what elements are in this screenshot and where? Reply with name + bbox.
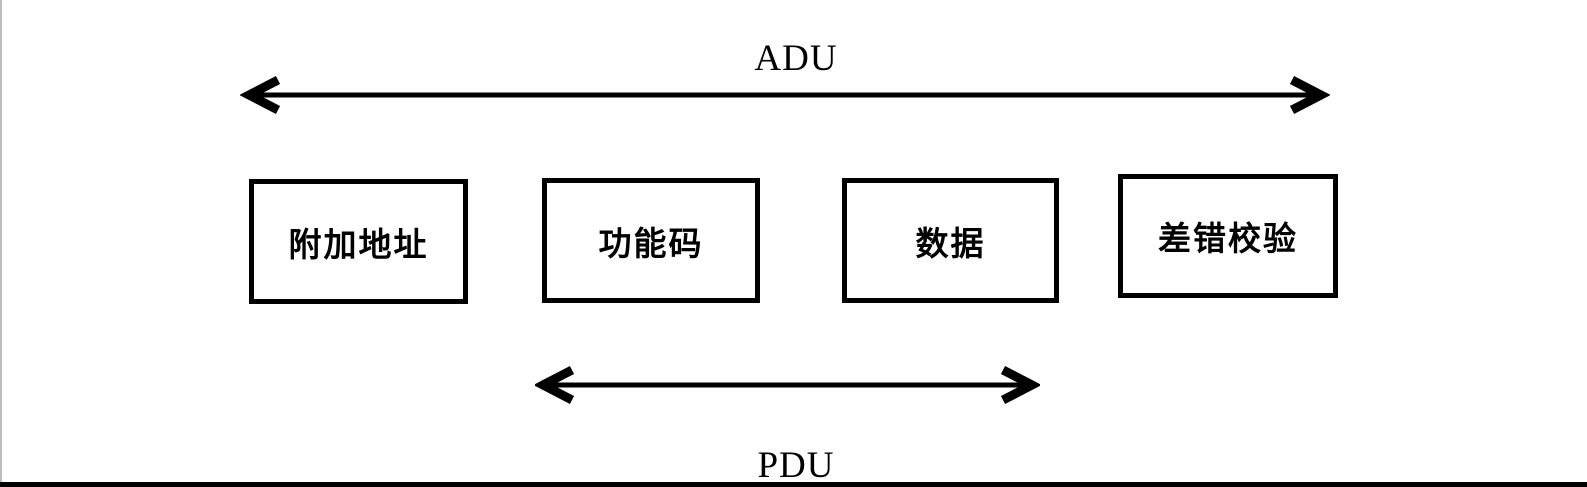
field-box-label: 差错校验 [1158,222,1298,258]
field-box-label: 数据 [915,226,986,263]
field-box-label: 功能码 [598,226,704,263]
bottom-edge-rule [0,482,1587,487]
pdu-double-arrow-icon [535,366,1040,404]
field-box-additional-address: 附加地址 [249,179,468,304]
field-box-data: 数据 [842,178,1059,303]
adu-double-arrow-icon [240,76,1330,114]
field-box-label: 附加地址 [288,227,429,264]
left-edge-rule [0,0,2,487]
pdu-span-label: PDU [757,445,835,486]
adu-span-label: ADU [754,38,838,79]
field-box-error-check: 差错校验 [1118,174,1338,298]
field-box-function-code: 功能码 [542,178,760,303]
